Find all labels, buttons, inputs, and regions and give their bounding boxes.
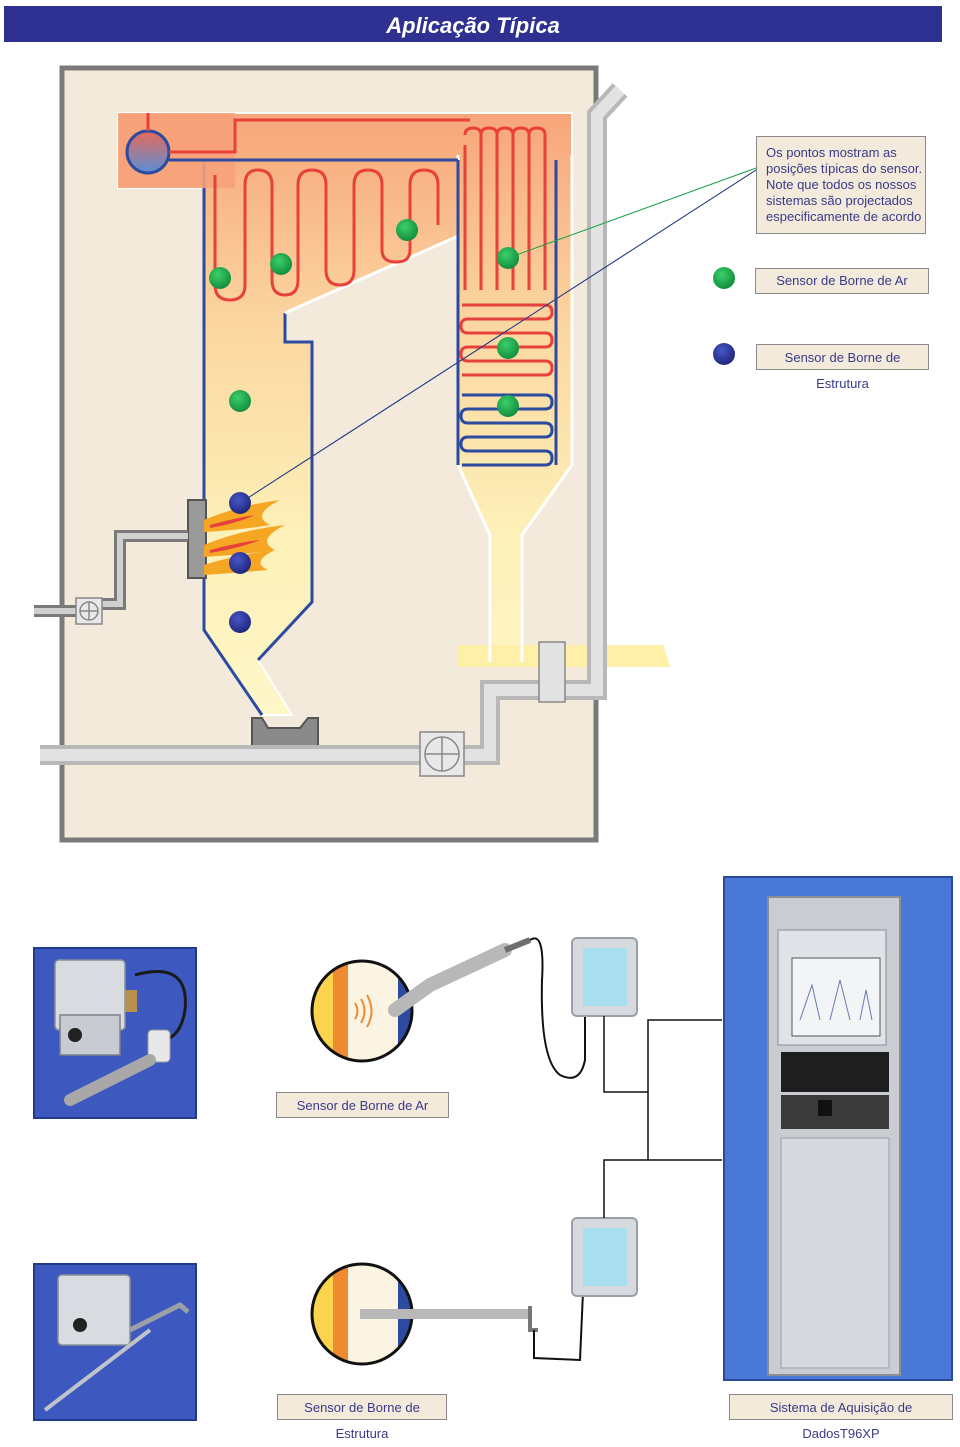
air-sensor-caption: Sensor de Borne de Ar <box>276 1092 449 1118</box>
legend-structure-sensor-label: Sensor de Borne de Estrutura <box>756 344 929 391</box>
structure-sensor-dot <box>229 492 251 514</box>
air-sensor-dots <box>209 219 519 417</box>
structure-sensor-illustration <box>310 1262 584 1366</box>
junction-box-upper <box>571 937 638 1017</box>
structure-sensor-dots <box>229 492 251 633</box>
title-bar: Aplicação Típica <box>4 6 942 42</box>
structure-sensor-caption: Sensor de Borne de Estrutura <box>277 1394 447 1441</box>
structure-sensor-dot <box>229 611 251 633</box>
junction-box-lower <box>571 1217 638 1297</box>
steam-drum <box>125 129 171 175</box>
sensor-position-note: Os pontos mostram as posições típicas do… <box>756 136 926 234</box>
acquisition-system-caption: Sistema de Aquisição de DadosT96XP <box>729 1394 953 1441</box>
air-sensor-illustration <box>310 937 586 1079</box>
legend-air-dot <box>713 267 735 289</box>
air-sensor-dot <box>270 253 292 275</box>
air-sensor-dot <box>497 247 519 269</box>
air-sensor-dot <box>497 337 519 359</box>
air-sensor-dot <box>209 267 231 289</box>
burner <box>187 499 207 579</box>
structure-sensor-dot <box>229 552 251 574</box>
legend-structure-dot <box>713 343 735 365</box>
page-title: Aplicação Típica <box>386 13 560 38</box>
air-sensor-dot <box>396 219 418 241</box>
air-sensor-dot <box>229 390 251 412</box>
legend-air-sensor-label: Sensor de Borne de Ar <box>755 268 929 294</box>
air-sensor-dot <box>497 395 519 417</box>
